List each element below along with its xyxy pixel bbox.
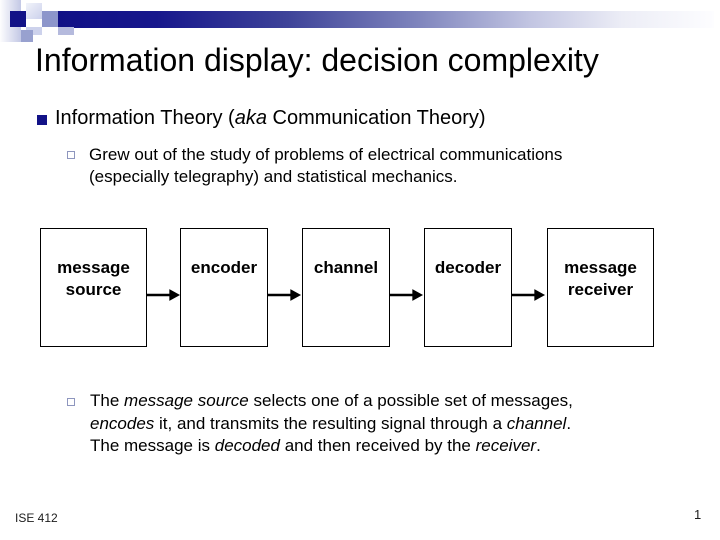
sub2-segment: selects one of a possible set of message… (248, 391, 573, 410)
sub2-segment: . (536, 436, 541, 455)
bullet-hollow-square-icon (67, 398, 75, 406)
diagram-box-encoder: encoder (180, 228, 268, 347)
sub2-segment: it, and transmits the resulting signal t… (154, 413, 507, 433)
sub2-segment: and then received by the (279, 436, 476, 455)
diagram-box-message-receiver: message receiver (547, 228, 654, 347)
deco-square-light (26, 3, 42, 19)
arrow-right-icon (267, 289, 302, 301)
sub-bullet-history-text: Grew out of the study of problems of ele… (89, 144, 664, 188)
deco-square-light-small (26, 27, 42, 35)
sub2-italic-segment: message source (124, 391, 249, 410)
deco-square-navy (10, 11, 26, 27)
deco-square-slate-small (21, 30, 33, 42)
bullet1-segment: Information Theory ( (55, 107, 235, 129)
sub2-italic-segment: channel (506, 413, 567, 433)
sub2-segment: The (90, 391, 125, 410)
deco-square-under-banner (58, 27, 74, 35)
sub2-segment: . (566, 413, 572, 433)
bullet-square-icon (37, 115, 47, 125)
sub2-italic-segment: encodes (90, 413, 155, 433)
arrow-right-icon (146, 289, 181, 301)
sub1-line1: Grew out of the study of problems of ele… (89, 145, 563, 164)
sub-bullet-explanation-text: The message source selects one of a poss… (90, 390, 680, 458)
diagram-box-channel: channel (302, 228, 390, 347)
diagram-box-message-source: message source (40, 228, 147, 347)
arrow-right-icon (389, 289, 424, 301)
bullet1-italic-segment: aka (234, 107, 267, 129)
arrow-right-icon (511, 289, 546, 301)
sub1-line2: (especially telegraphy) and statistical … (89, 167, 458, 186)
diagram-box-decoder: decoder (424, 228, 512, 347)
deco-banner-gradient-bar (58, 11, 714, 28)
sub2-segment: The message is (90, 436, 215, 455)
sub2-italic-segment: receiver (475, 436, 537, 455)
sub2-italic-segment: decoded (214, 436, 280, 455)
slide-title: Information display: decision complexity (35, 42, 599, 78)
bullet-hollow-square-icon (67, 151, 75, 159)
slide-page-number: 1 (694, 507, 702, 522)
footer-course-label: ISE 412 (15, 511, 58, 525)
bullet-level1-text: Information Theory (aka Communication Th… (55, 105, 685, 131)
deco-square-slate (42, 11, 58, 27)
bullet1-segment: Communication Theory) (266, 107, 486, 129)
